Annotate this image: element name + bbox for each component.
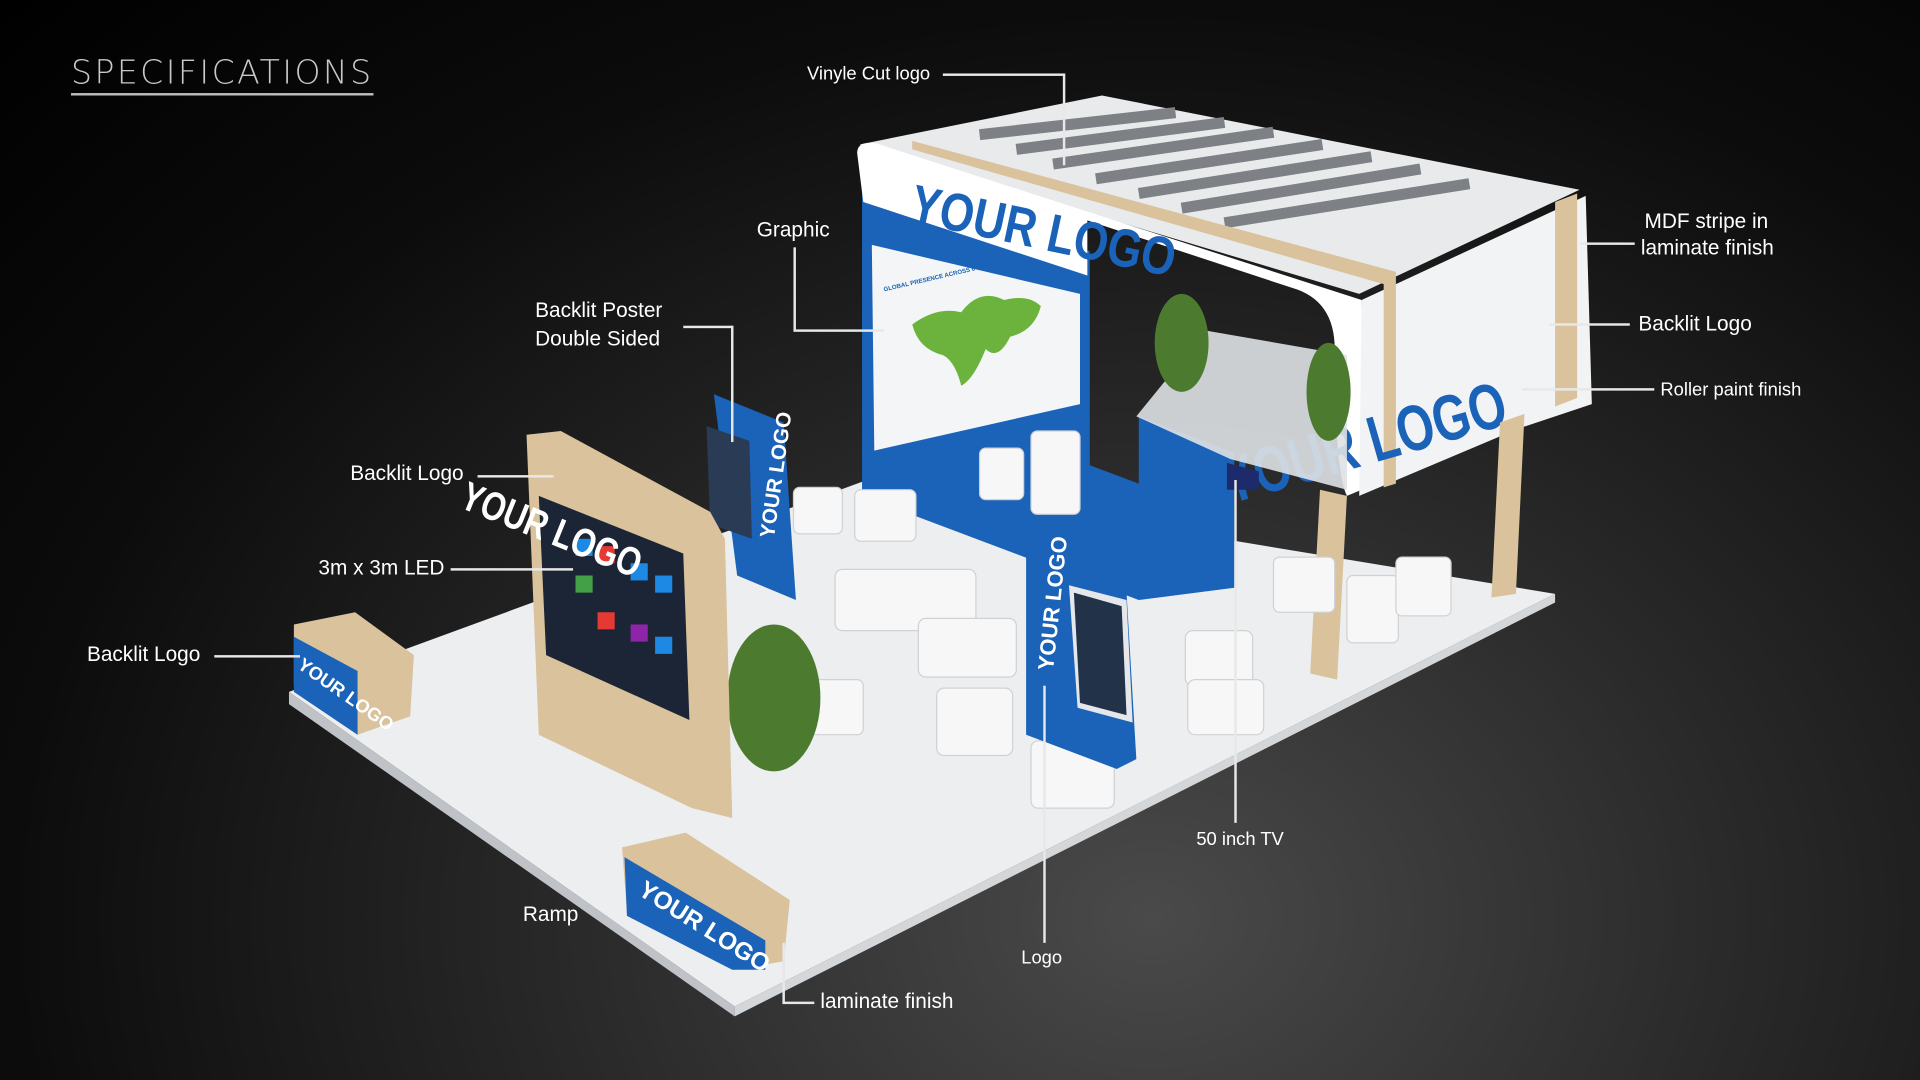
- floor-edge: [288, 691, 735, 1017]
- leader-line: [1579, 242, 1635, 245]
- leader-line: [214, 655, 301, 657]
- mdf-stripe-side: [1555, 193, 1578, 407]
- leader-line: [793, 329, 885, 332]
- label-graphic: Graphic: [756, 217, 830, 242]
- left-counter-logo-panel: [293, 636, 358, 735]
- world-map: [912, 295, 1041, 386]
- leader-line: [782, 942, 785, 1003]
- canopy-side-face: [1359, 195, 1592, 496]
- front-counter-logo-panel: [624, 857, 766, 970]
- leader-line: [1522, 388, 1655, 391]
- label-roller-paint: Roller paint finish: [1660, 379, 1802, 401]
- leader-line: [1234, 480, 1237, 823]
- label-backlit-poster-2: Double Sided: [535, 326, 661, 351]
- label-backlit-logo-counter: Backlit Logo: [86, 642, 201, 667]
- leader-line: [942, 73, 1065, 76]
- roof-slats: [978, 107, 1471, 229]
- leader-line: [450, 568, 574, 571]
- page-title: SPECIFICATIONS: [71, 54, 374, 96]
- label-mdf-stripe-1: MDF stripe in: [1644, 209, 1769, 233]
- leader-line: [1043, 685, 1046, 943]
- leader-line: [731, 325, 733, 443]
- floor-edge-right: [734, 593, 1556, 1017]
- label-tv: 50 inch TV: [1196, 828, 1284, 850]
- label-mdf-stripe-2: laminate finish: [1640, 236, 1774, 260]
- pillar-back: [1491, 413, 1525, 598]
- mdf-stripe: [912, 140, 1396, 488]
- label-backlit-logo-canopy: Backlit Logo: [1638, 312, 1752, 336]
- totem-tv-screen: [1073, 592, 1127, 716]
- label-backlit-poster-1: Backlit Poster: [535, 298, 663, 323]
- label-logo: Logo: [1021, 947, 1063, 969]
- label-vinyl-cut-logo: Vinyle Cut logo: [806, 63, 931, 85]
- leader-line: [793, 247, 796, 331]
- booth-floor: [288, 480, 1556, 1007]
- label-laminate-finish: laminate finish: [820, 989, 954, 1013]
- leader-line: [782, 1001, 815, 1004]
- leader-line: [683, 325, 733, 328]
- led-tiles: [575, 538, 673, 654]
- lounge-furniture: [792, 430, 1452, 809]
- plants: [727, 293, 1351, 772]
- leader-line: [1548, 323, 1630, 326]
- leader-line: [477, 475, 554, 477]
- canopy-front-face: [857, 142, 1362, 496]
- label-led: 3m x 3m LED: [318, 555, 445, 580]
- poster-screen: [706, 426, 752, 539]
- leader-line: [1062, 73, 1065, 166]
- label-ramp: Ramp: [522, 902, 579, 926]
- label-backlit-logo-wall: Backlit Logo: [350, 461, 464, 485]
